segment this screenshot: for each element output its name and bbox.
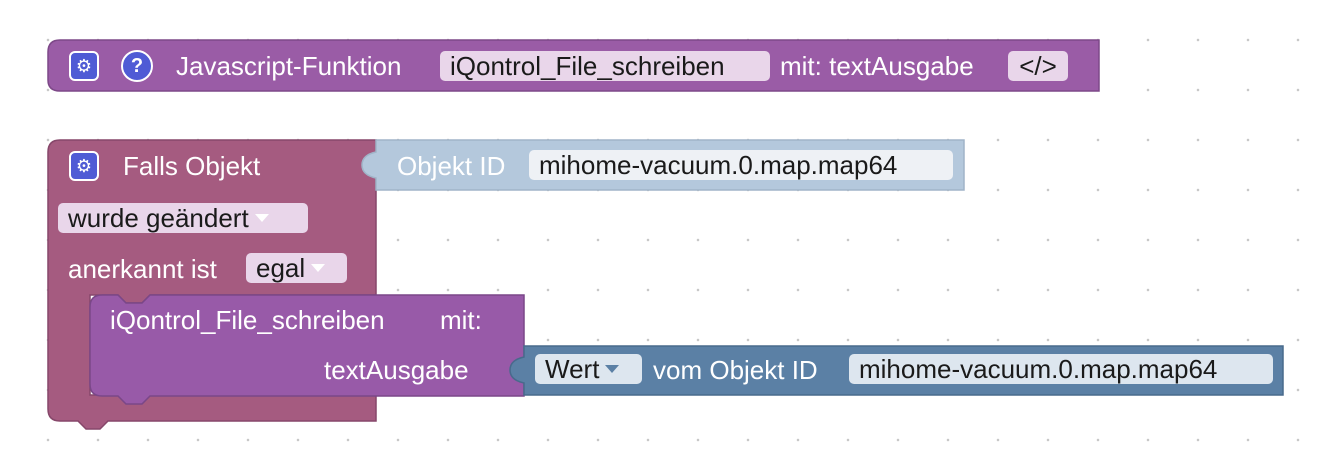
value-from-label: vom Objekt ID — [653, 355, 818, 385]
gear-icon[interactable]: ⚙ — [69, 151, 99, 181]
condition-dropdown[interactable]: wurde geändert — [58, 203, 308, 233]
call-with-label: mit: — [440, 305, 482, 335]
function-params-label: mit: textAusgabe — [780, 51, 974, 81]
ack-label: anerkannt ist — [68, 254, 217, 284]
attribute-value: Wert — [545, 354, 600, 384]
trigger-title: Falls Objekt — [123, 151, 261, 181]
chevron-down-icon — [311, 264, 326, 273]
call-function-label: iQontrol_File_schreiben — [110, 305, 385, 335]
function-name-field[interactable]: iQontrol_File_schreiben — [440, 51, 770, 81]
code-editor-button[interactable]: </> — [1008, 51, 1068, 81]
chevron-down-icon — [254, 214, 269, 223]
call-param-label: textAusgabe — [324, 355, 469, 385]
ack-value: egal — [256, 253, 306, 283]
help-icon[interactable]: ? — [121, 50, 153, 82]
value-object-id-field[interactable]: mihome-vacuum.0.map.map64 — [849, 354, 1273, 384]
ack-dropdown[interactable]: egal — [246, 253, 347, 283]
gear-icon[interactable]: ⚙ — [69, 51, 99, 81]
condition-value: wurde geändert — [68, 203, 249, 233]
attribute-dropdown[interactable]: Wert — [535, 354, 642, 384]
object-id-label: Objekt ID — [397, 151, 506, 181]
chevron-down-icon — [605, 365, 620, 374]
object-id-field[interactable]: mihome-vacuum.0.map.map64 — [529, 150, 953, 180]
function-title: Javascript-Funktion — [176, 51, 402, 81]
